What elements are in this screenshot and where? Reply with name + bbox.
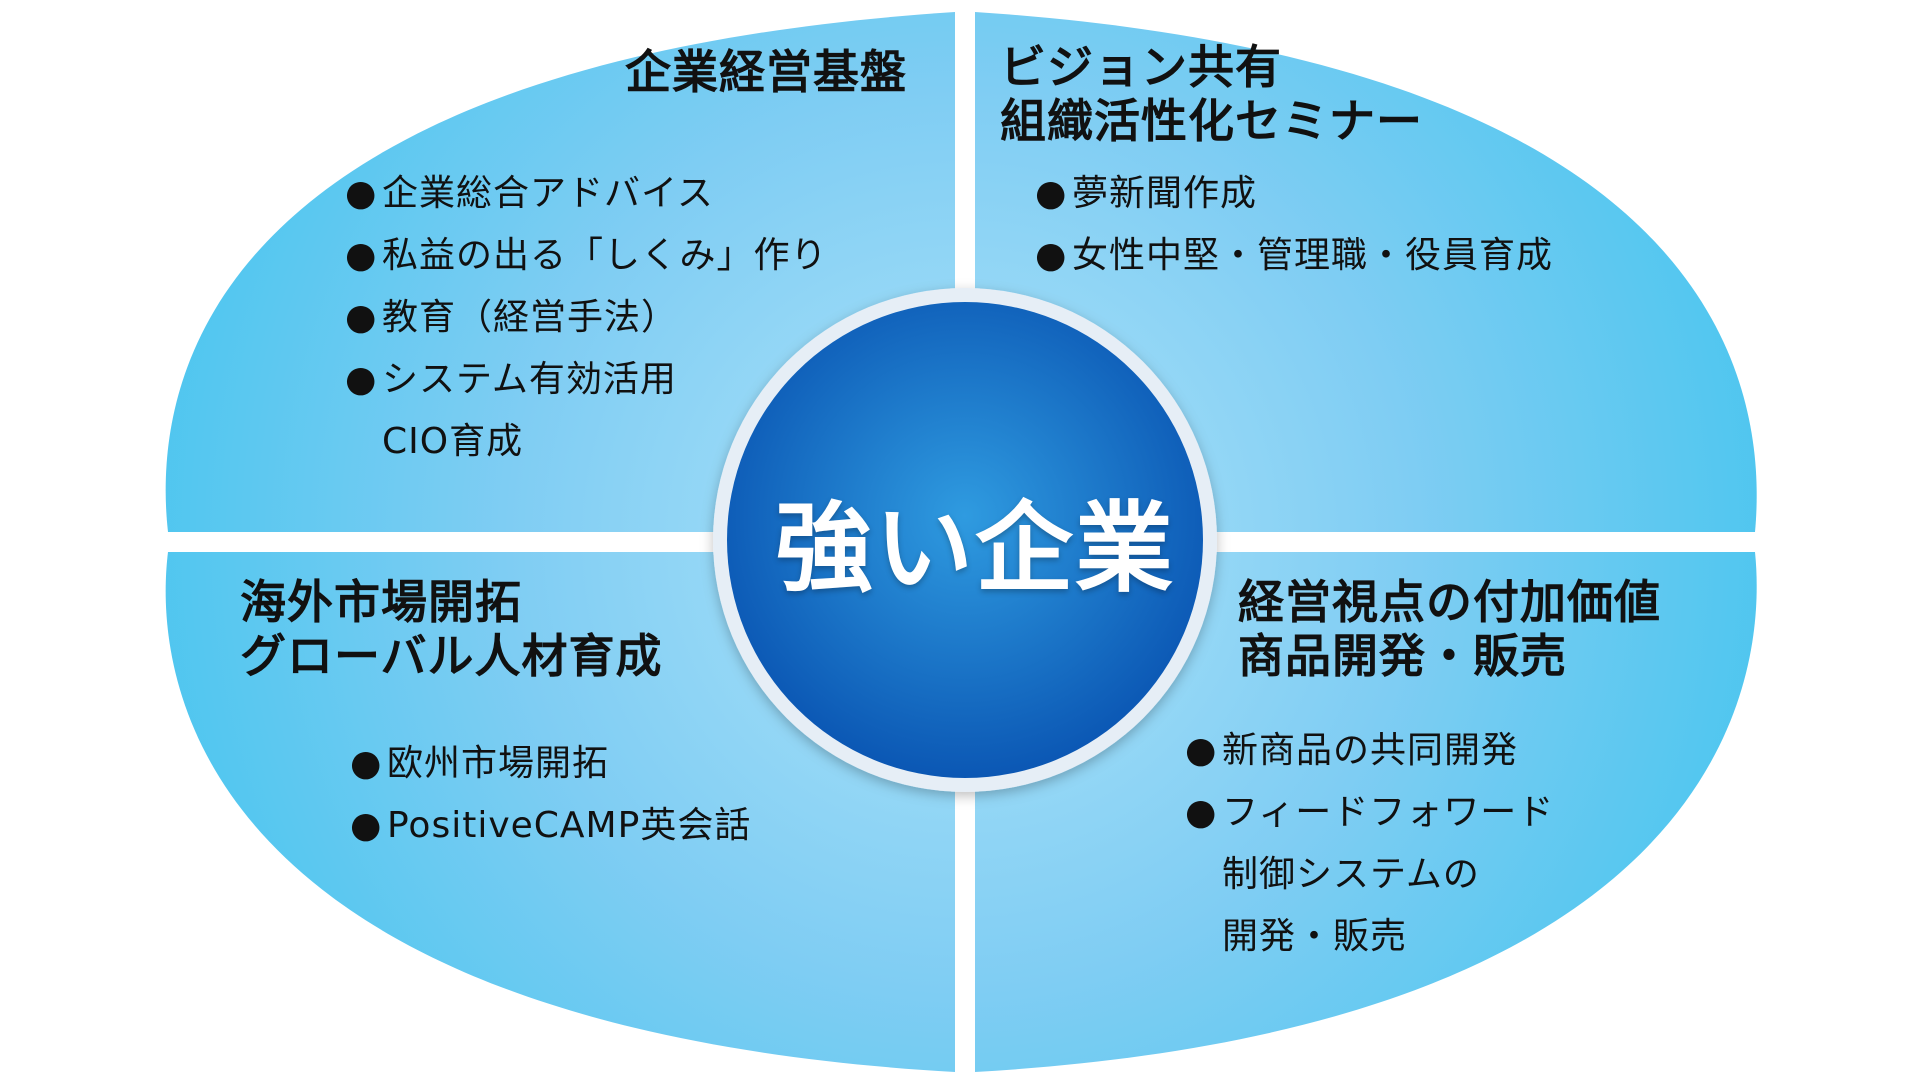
list-item: ●夢新聞作成 <box>1035 163 1553 225</box>
title-line: ビジョン共有 <box>1000 40 1282 94</box>
list-item: ●システム有効活用 CIO育成 <box>345 349 827 473</box>
list-item-continuation: CIO育成 <box>382 421 524 462</box>
quadrant-bottom-right-list: ●新商品の共同開発 ●フィードフォワード 制御システムの 開発・販売 <box>1185 720 1554 968</box>
center-label: 強い企業 <box>774 492 1175 606</box>
title-line: グローバル人材育成 <box>240 629 663 683</box>
list-item-text: 新商品の共同開発 <box>1222 730 1519 771</box>
title-line: 経営視点の付加価値 <box>1238 575 1661 629</box>
quadrant-top-right-list: ●夢新聞作成 ●女性中堅・管理職・役員育成 <box>1035 163 1553 287</box>
quadrant-top-left-list: ●企業総合アドバイス ●私益の出る「しくみ」作り ●教育（経営手法） ●システム… <box>345 163 827 473</box>
list-item-text: 夢新聞作成 <box>1072 173 1258 214</box>
list-item: ●PositiveCAMP英会話 <box>350 795 751 857</box>
bullet-icon: ● <box>1185 792 1218 833</box>
list-item: ●教育（経営手法） <box>345 287 827 349</box>
list-item: ●私益の出る「しくみ」作り <box>345 225 827 287</box>
list-item-continuation: 制御システムの <box>1222 854 1480 895</box>
list-item: ●新商品の共同開発 <box>1185 720 1554 782</box>
title-line: 商品開発・販売 <box>1238 629 1567 683</box>
quadrant-top-right-title: ビジョン共有 組織活性化セミナー <box>1000 40 1423 148</box>
bullet-icon: ● <box>345 173 378 214</box>
bullet-icon: ● <box>345 235 378 276</box>
list-item-text: 教育（経営手法） <box>382 297 679 338</box>
list-item-text: システム有効活用 <box>382 359 677 400</box>
list-item-text: フィードフォワード <box>1222 792 1555 833</box>
center-circle <box>727 302 1203 778</box>
quadrant-top-left-title: 企業経営基盤 <box>625 45 907 99</box>
quadrant-bottom-left-title: 海外市場開拓 グローバル人材育成 <box>240 575 663 683</box>
list-item-text: 私益の出る「しくみ」作り <box>382 235 828 276</box>
list-item-continuation: 開発・販売 <box>1222 916 1408 957</box>
list-item-text: 女性中堅・管理職・役員育成 <box>1072 235 1554 276</box>
list-item: ●女性中堅・管理職・役員育成 <box>1035 225 1553 287</box>
list-item: ●企業総合アドバイス <box>345 163 827 225</box>
bullet-icon: ● <box>350 805 383 846</box>
list-item-text: PositiveCAMP英会話 <box>387 805 752 846</box>
title-line: 組織活性化セミナー <box>1000 94 1423 148</box>
bullet-icon: ● <box>1185 730 1218 771</box>
bullet-icon: ● <box>1035 235 1068 276</box>
list-item-text: 欧州市場開拓 <box>387 743 610 784</box>
bullet-icon: ● <box>345 359 378 400</box>
list-item: ●フィードフォワード 制御システムの 開発・販売 <box>1185 782 1554 968</box>
bullet-icon: ● <box>1035 173 1068 214</box>
quadrant-bottom-left-list: ●欧州市場開拓 ●PositiveCAMP英会話 <box>350 733 751 857</box>
list-item-text: 企業総合アドバイス <box>382 173 714 214</box>
quadrant-bottom-right-title: 経営視点の付加価値 商品開発・販売 <box>1238 575 1661 683</box>
title-line: 企業経営基盤 <box>625 45 907 99</box>
list-item: ●欧州市場開拓 <box>350 733 751 795</box>
title-line: 海外市場開拓 <box>240 575 522 629</box>
bullet-icon: ● <box>350 743 383 784</box>
bullet-icon: ● <box>345 297 378 338</box>
